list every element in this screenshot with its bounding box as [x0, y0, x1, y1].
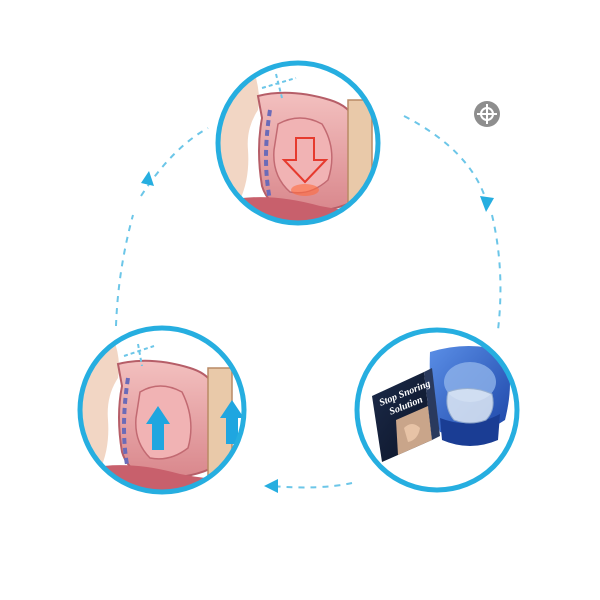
- left-circle-ring: [77, 325, 247, 495]
- up-arrow-icon-2: [220, 400, 244, 444]
- connector-left-to-top: [140, 127, 209, 197]
- zoom-plus-icon[interactable]: [474, 101, 500, 127]
- connector-right-to-left: [271, 482, 353, 489]
- connector-left-up: [115, 214, 134, 327]
- airway-path: [256, 109, 361, 223]
- arrowhead-left-up: [141, 171, 154, 186]
- connector-top-to-right: [403, 115, 487, 201]
- airway-open-circle: [77, 325, 247, 495]
- right-circle-ring: [354, 327, 520, 493]
- arrowhead-bottom-left: [264, 479, 278, 493]
- up-arrow-icon-1: [146, 406, 170, 450]
- tongue: [273, 117, 333, 194]
- down-arrow-icon: [281, 137, 329, 184]
- mouthguard: [446, 388, 494, 424]
- airway-blocked-circle: [215, 60, 381, 226]
- top-circle-ring: [215, 60, 381, 226]
- product-box: [372, 368, 440, 462]
- cycle-arrowheads: [141, 171, 494, 493]
- arrowhead-right-down: [480, 196, 494, 212]
- connector-right-edge: [491, 214, 502, 331]
- cycle-connectors: [115, 115, 502, 489]
- product-circle: Stop Snoring Solution: [354, 327, 520, 493]
